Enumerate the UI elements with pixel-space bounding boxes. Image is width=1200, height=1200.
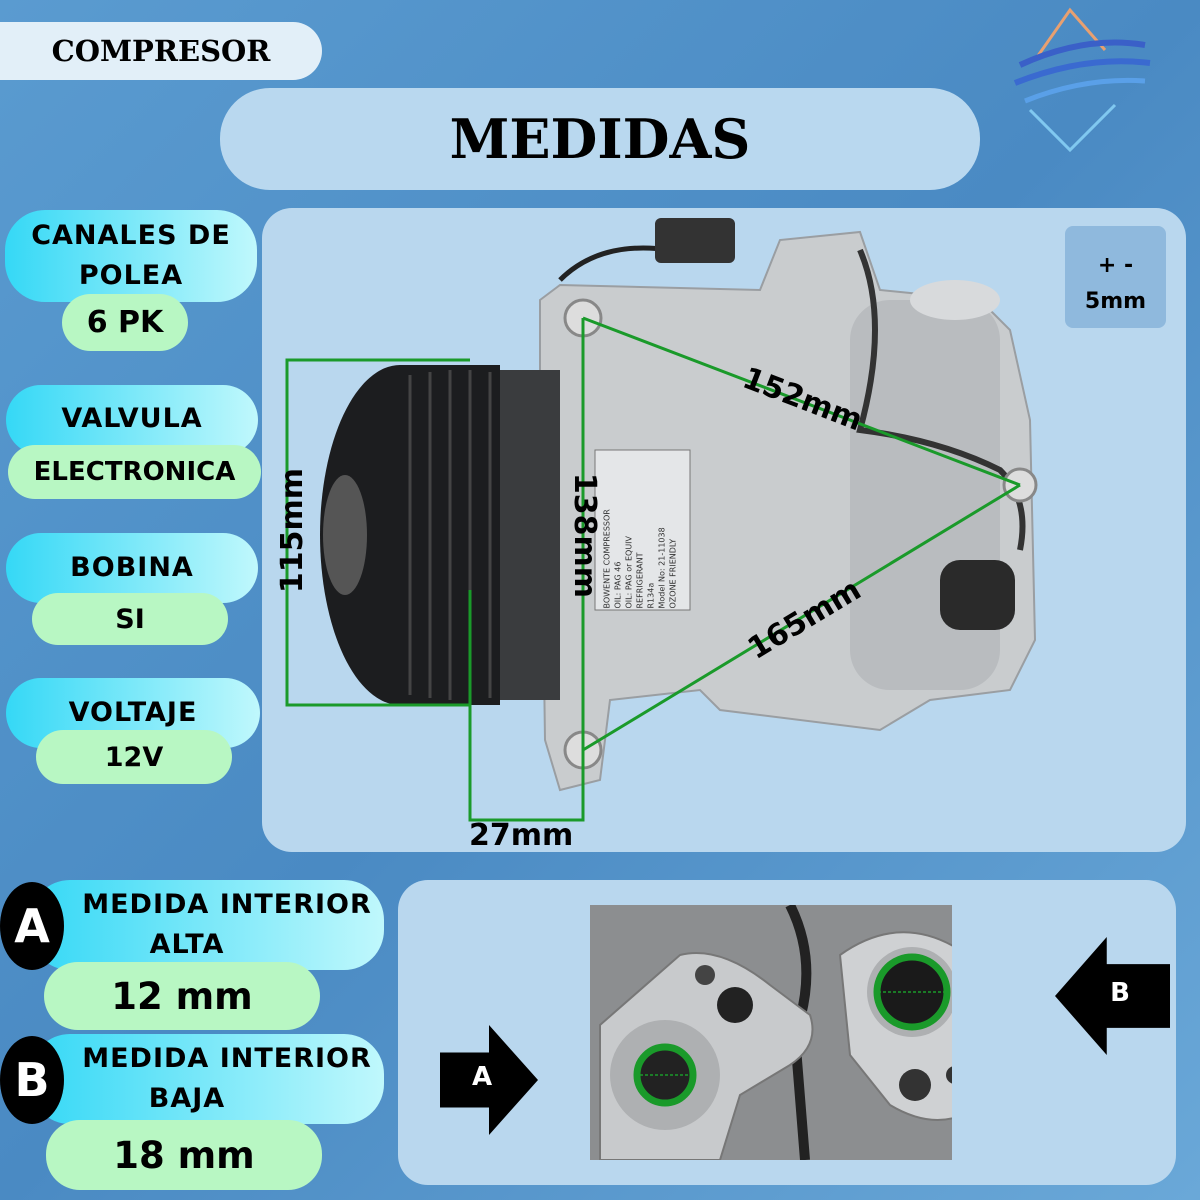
port-b-label-line1: MEDIDA INTERIOR (82, 1043, 372, 1074)
port-a-value: 12 mm (44, 962, 320, 1030)
nameplate-model: 21-11038 (657, 527, 667, 566)
dimension-mount-vertical-label: 138mm (567, 472, 603, 599)
nameplate-type: COMPRESSOR (602, 509, 612, 566)
ports-photo (590, 905, 952, 1160)
page-title: MEDIDAS (220, 88, 980, 190)
port-a-label: MEDIDA INTERIOR ALTA (30, 880, 384, 970)
category-pill: COMPRESOR (0, 22, 322, 80)
tolerance-value: 5mm (1084, 289, 1147, 314)
spec-value-valve: ELECTRONICA (8, 445, 261, 499)
spec-label-pulley-channels: CANALES DE POLEA (5, 210, 257, 302)
spec-value-pulley-channels: 6 PK (62, 294, 188, 351)
compressor-nameplate: BOWENTE COMPRESSOR OIL: PAG 46 OIL: PAG … (598, 453, 693, 613)
spec-label-valve: VALVULA (6, 385, 258, 455)
nameplate-oil2: OIL: PAG or EQUIV (624, 535, 634, 609)
arrow-a-label: A (471, 1062, 493, 1092)
brand-logo-icon (1013, 7, 1151, 153)
dimension-height-label: 115mm (275, 467, 311, 594)
tolerance-box: + - 5mm (1065, 226, 1166, 328)
spec-label-coil: BOBINA (6, 533, 258, 603)
port-a-badge: A (0, 882, 64, 970)
arrow-b-label: B (1110, 978, 1130, 1008)
nameplate-gas: R134a (646, 582, 656, 609)
nameplate-model-label: Model No: (657, 568, 667, 609)
port-b-label: MEDIDA INTERIOR BAJA (30, 1034, 384, 1124)
nameplate-friendly: FRIENDLY (668, 538, 678, 577)
port-b-label-line2: BAJA (148, 1083, 226, 1114)
nameplate-brand: BOWENTE (602, 567, 612, 609)
port-b-value: 18 mm (46, 1120, 322, 1190)
spec-value-coil: SI (32, 593, 228, 645)
nameplate-oil1: OIL: PAG 46 (613, 561, 623, 609)
port-b-badge: B (0, 1036, 64, 1124)
port-a-label-line2: ALTA (149, 929, 225, 960)
nameplate-ozone: OZONE (668, 579, 678, 609)
nameplate-refrigerant: REFRIGERANT (635, 552, 645, 609)
port-a-label-line1: MEDIDA INTERIOR (82, 889, 372, 920)
dimension-offset-label: 27mm (469, 818, 574, 853)
tolerance-sign: + - (1097, 253, 1134, 278)
spec-value-voltage: 12V (36, 730, 232, 784)
dimension-lines (285, 316, 1021, 822)
